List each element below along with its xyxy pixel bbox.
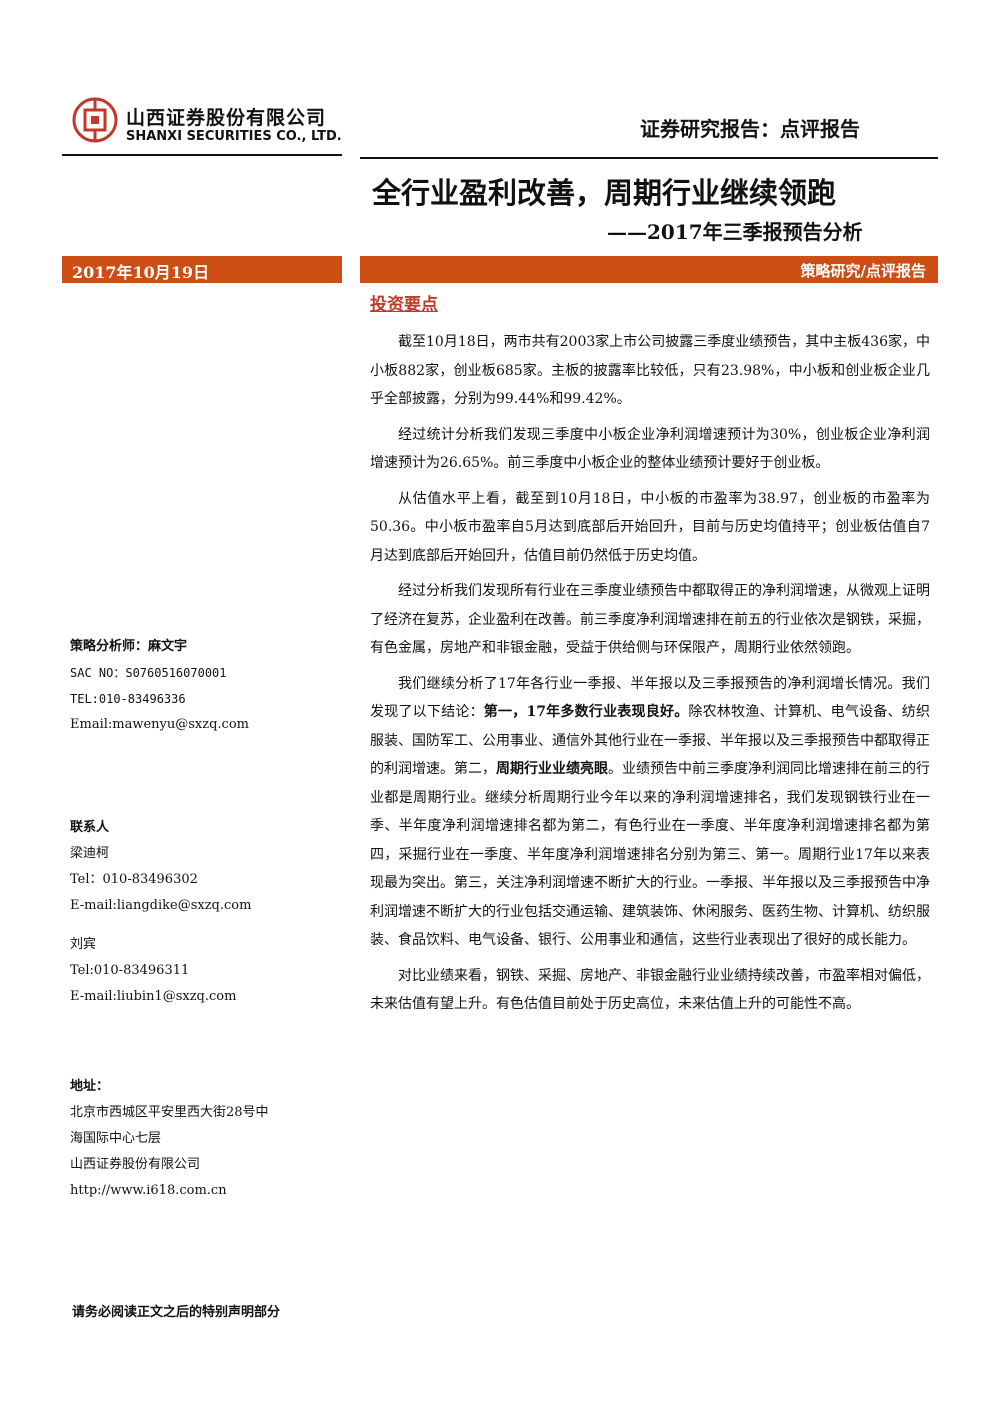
company-name-en: SHANXI SECURITIES CO., LTD. [126,129,342,144]
contact1-name: 梁迪柯 [70,846,110,861]
paragraph-growth: 经过统计分析我们发现三季度中小板企业净利润增速预计为30%，创业板企业净利润增速… [370,426,930,472]
contact1-tel: Tel：010-83496302 [70,872,198,887]
paragraph-valuation: 从估值水平上看，截至到10月18日，中小板的市盈率为38.97，创业板的市盈率为… [370,490,930,564]
analyst-label: 策略分析师：麻文宇 [70,639,188,654]
report-title: 全行业盈利改善，周期行业继续领跑 [372,176,837,210]
address-line3: 山西证券股份有限公司 [70,1157,201,1172]
contact-label: 联系人 [70,820,110,835]
conclusion-second-detail: 。业绩预告中前三季度净利润同比增速排在前三的行业都是周期行业。继续分析周期行业今… [370,761,930,948]
contact2-email: E-mail:liubin1@sxzq.com [70,989,237,1004]
conclusion-second: 周期行业业绩亮眼 [496,761,608,777]
report-body: 截至10月18日，两市共有2003家上市公司披露三季度业绩预告，其中主板436家… [370,328,930,1026]
contact1-email: E-mail:liangdike@sxzq.com [70,898,252,913]
paragraph-outlook: 对比业绩来看，钢铁、采掘、房地产、非银金融行业业绩持续改善，市盈率相对偏低，未来… [370,967,930,1013]
report-subtitle: ——2017年三季报预告分析 [607,220,863,244]
company-website: http://www.i618.com.cn [70,1183,227,1198]
analyst-email: Email:mawenyu@sxzq.com [70,717,249,732]
address-line2: 海国际中心七层 [70,1131,162,1146]
conclusion-intro: 我们继续分析了17年各行业一季报、半年报以及三季报预告的净利润增长情况。我们发现… [370,675,930,721]
analyst-sac: SAC NO：S0760516070001 [70,666,227,680]
company-name-cn: 山西证券股份有限公司 [126,107,327,129]
contact2-name: 刘宾 [70,937,97,952]
paragraph-disclosure: 截至10月18日，两市共有2003家上市公司披露三季度业绩预告，其中主板436家… [370,334,930,407]
section-heading: 投资要点 [370,295,438,315]
analyst-tel: TEL:010-83496336 [70,692,186,706]
report-category: 策略研究/点评报告 [800,262,926,280]
address-label: 地址： [70,1079,110,1094]
conclusion-first: 第一，17年多数行业表现良好。 [483,704,689,720]
date-bar: 2017年10月19日 [62,256,342,283]
contact2-tel: Tel:010-83496311 [70,963,190,978]
logo-divider [62,154,342,156]
company-seal-icon [72,97,118,143]
header-divider [360,157,938,159]
category-bar: 策略研究/点评报告 [360,256,938,283]
paragraph-conclusions: 我们继续分析了17年各行业一季报、半年报以及三季报预告的净利润增长情况。我们发现… [370,670,930,955]
paragraph-industry: 经过分析我们发现所有行业在三季度业绩预告中都取得正的净利润增速，从微观上证明了经… [370,583,930,656]
disclaimer-note: 请务必阅读正文之后的特别声明部分 [72,1305,281,1320]
address-line1: 北京市西城区平安里西大街28号中 [70,1105,269,1120]
report-date: 2017年10月19日 [72,263,210,282]
report-type: 证券研究报告：点评报告 [640,117,860,141]
company-logo: 山西证券股份有限公司 SHANXI SECURITIES CO., LTD. [72,97,342,157]
conclusion-first-detail: 除农林牧渔、计算机、电气设备、纺织服装、国防军工、公用事业、通信外其他行业在一季… [370,704,931,777]
sidebar-contacts: 策略分析师：麻文宇 SAC NO：S0760516070001 TEL:010-… [70,634,340,1204]
